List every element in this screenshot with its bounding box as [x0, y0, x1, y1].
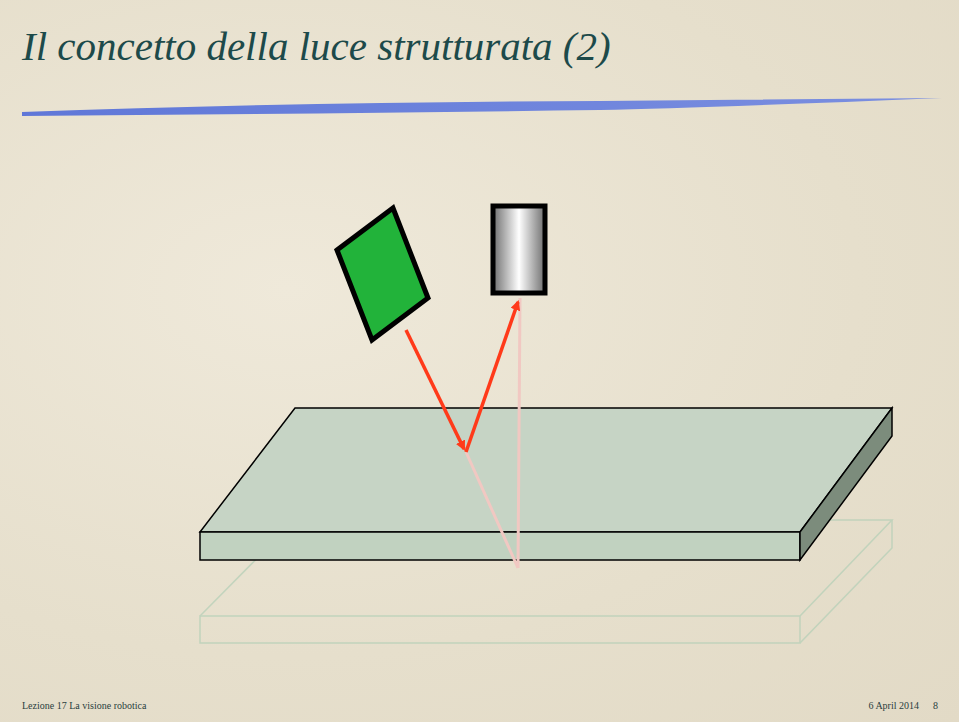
- projector: [337, 208, 428, 340]
- footer-date: 6 April 2014: [868, 700, 919, 711]
- reflected-ray: [466, 302, 518, 452]
- page-number: 8: [933, 700, 938, 711]
- camera: [493, 206, 545, 293]
- light-ray: [406, 330, 464, 449]
- slide-title: Il concetto della luce strutturata (2): [22, 22, 611, 70]
- footer-text: Lezione 17 La visione robotica: [22, 700, 146, 711]
- virtual-slab: [200, 520, 892, 643]
- virtual-ray: [466, 298, 520, 568]
- title-bar: [22, 98, 942, 116]
- slab: [200, 408, 892, 560]
